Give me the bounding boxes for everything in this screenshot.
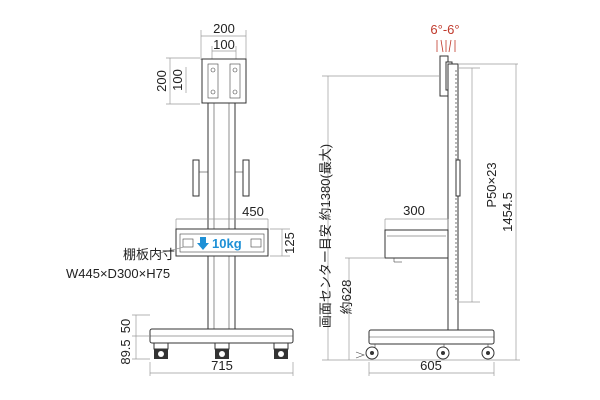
shelf-handle-right — [250, 238, 262, 248]
front-pole — [207, 102, 236, 330]
caster-height-label: 89.5 — [118, 339, 133, 364]
shelf-floor-height-label: 約628 — [339, 280, 354, 315]
vesa-height-inner-label: 100 — [170, 69, 185, 91]
side-shelf — [384, 229, 449, 259]
shelf-height-label: 125 — [282, 232, 297, 254]
vesa-hole — [210, 67, 216, 73]
tilt-line — [440, 39, 444, 53]
caster-left — [153, 342, 169, 359]
shelf-load-label: 10kg — [212, 236, 242, 251]
vesa-plate-right-rail — [229, 63, 241, 99]
leader-line — [155, 246, 185, 255]
shelf-inner-title: 棚板内寸 — [123, 247, 175, 262]
shelf-width-label: 450 — [242, 204, 264, 219]
vesa-plate-left-rail — [207, 63, 219, 99]
tilt-label: 6°-6° — [430, 22, 459, 37]
side-pole — [447, 63, 459, 331]
front-view: 200 100 200 100 450 — [66, 21, 297, 376]
tilt-line — [448, 39, 452, 53]
side-bracket — [455, 159, 461, 197]
screen-center-label: 画面センター目安 約1380(最大) — [318, 144, 333, 328]
side-caster-front — [355, 344, 379, 360]
vesa-hole — [232, 89, 238, 95]
base-depth-label: 605 — [420, 358, 442, 373]
base-width-label: 715 — [211, 358, 233, 373]
total-height-label: 1454.5 — [500, 192, 515, 232]
down-arrow-icon — [197, 237, 209, 250]
shelf-load-background — [196, 236, 246, 251]
base-height-label: 50 — [118, 319, 133, 333]
pitch-label: P50×23 — [484, 162, 499, 207]
vesa-height-outer-label: 200 — [154, 70, 169, 92]
caster-right — [273, 342, 289, 359]
vesa-hole — [232, 67, 238, 73]
side-caster-middle — [436, 344, 450, 360]
shelf-depth-label: 300 — [403, 203, 425, 218]
caster-middle — [214, 342, 230, 359]
vesa-width-inner-label: 100 — [213, 37, 235, 52]
shelf-handle-left — [182, 238, 194, 248]
shelf-inner-dims: W445×D300×H75 — [66, 266, 170, 281]
left-bracket — [192, 159, 200, 197]
shelf-inner-frame — [179, 233, 265, 253]
right-bracket — [242, 159, 250, 197]
side-caster-back — [481, 344, 495, 360]
vesa-mount-plate — [201, 58, 247, 104]
side-view: 6°-6° 画面センター目安 約1380(最大) 300 約6 — [318, 22, 520, 376]
vesa-width-outer-label: 200 — [213, 21, 235, 36]
vesa-hole — [210, 89, 216, 95]
